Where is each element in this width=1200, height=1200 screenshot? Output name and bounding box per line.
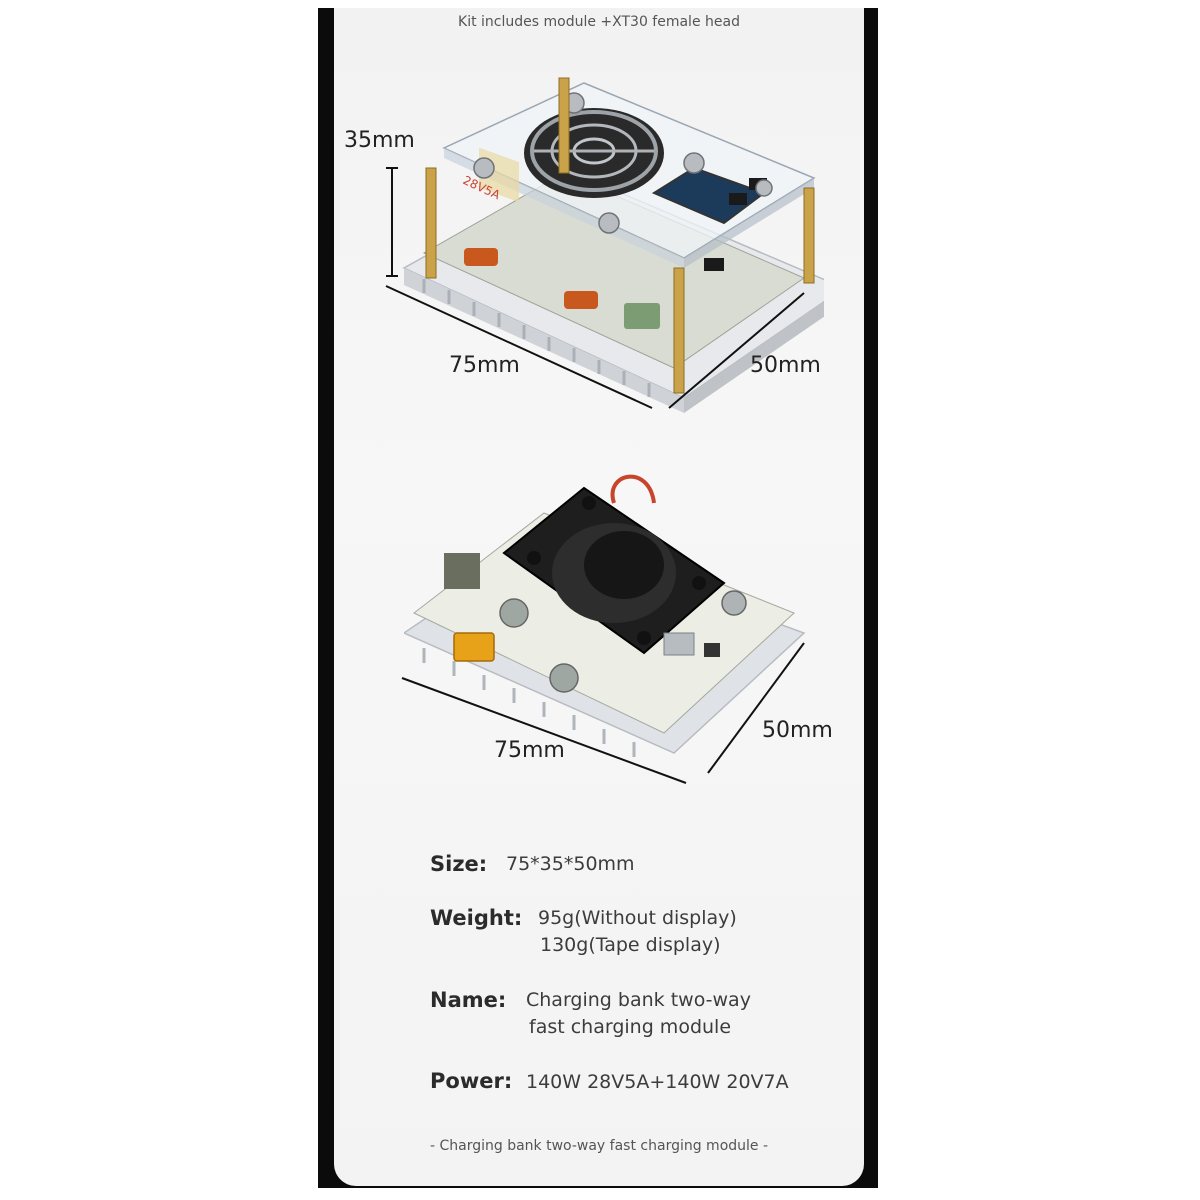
top-dimension-lines [385, 167, 805, 409]
size-label: Size: [430, 852, 488, 876]
kit-caption: Kit includes module +XT30 female head [458, 14, 740, 30]
usb-c-port [464, 248, 498, 266]
weight-label: Weight: [430, 906, 523, 930]
bottom-length-dimension: 75mm [494, 738, 565, 763]
name-value-2: fast charging module [529, 1016, 732, 1038]
power-value: 140W 28V5A+140W 20V7A [526, 1071, 789, 1093]
footer-caption: - Charging bank two-way fast charging mo… [429, 1138, 769, 1154]
weight-value-1: 95g(Without display) [538, 907, 737, 929]
product-info-panel: Kit includes module +XT30 female head [334, 8, 864, 1186]
xt30-connector [453, 632, 495, 662]
top-height-dimension: 35mm [344, 128, 415, 153]
bottom-dimension-lines [401, 642, 805, 784]
bottom-width-dimension: 50mm [762, 718, 833, 743]
top-width-dimension: 50mm [750, 353, 821, 378]
size-value: 75*35*50mm [506, 853, 635, 875]
top-length-dimension: 75mm [449, 353, 520, 378]
power-label: Power: [430, 1069, 513, 1093]
name-label: Name: [430, 988, 507, 1012]
bare-module-photo [404, 463, 824, 763]
weight-value-2: 130g(Tape display) [540, 934, 721, 956]
cased-module-photo: 28V5A [384, 63, 824, 423]
name-value-1: Charging bank two-way [526, 989, 751, 1011]
